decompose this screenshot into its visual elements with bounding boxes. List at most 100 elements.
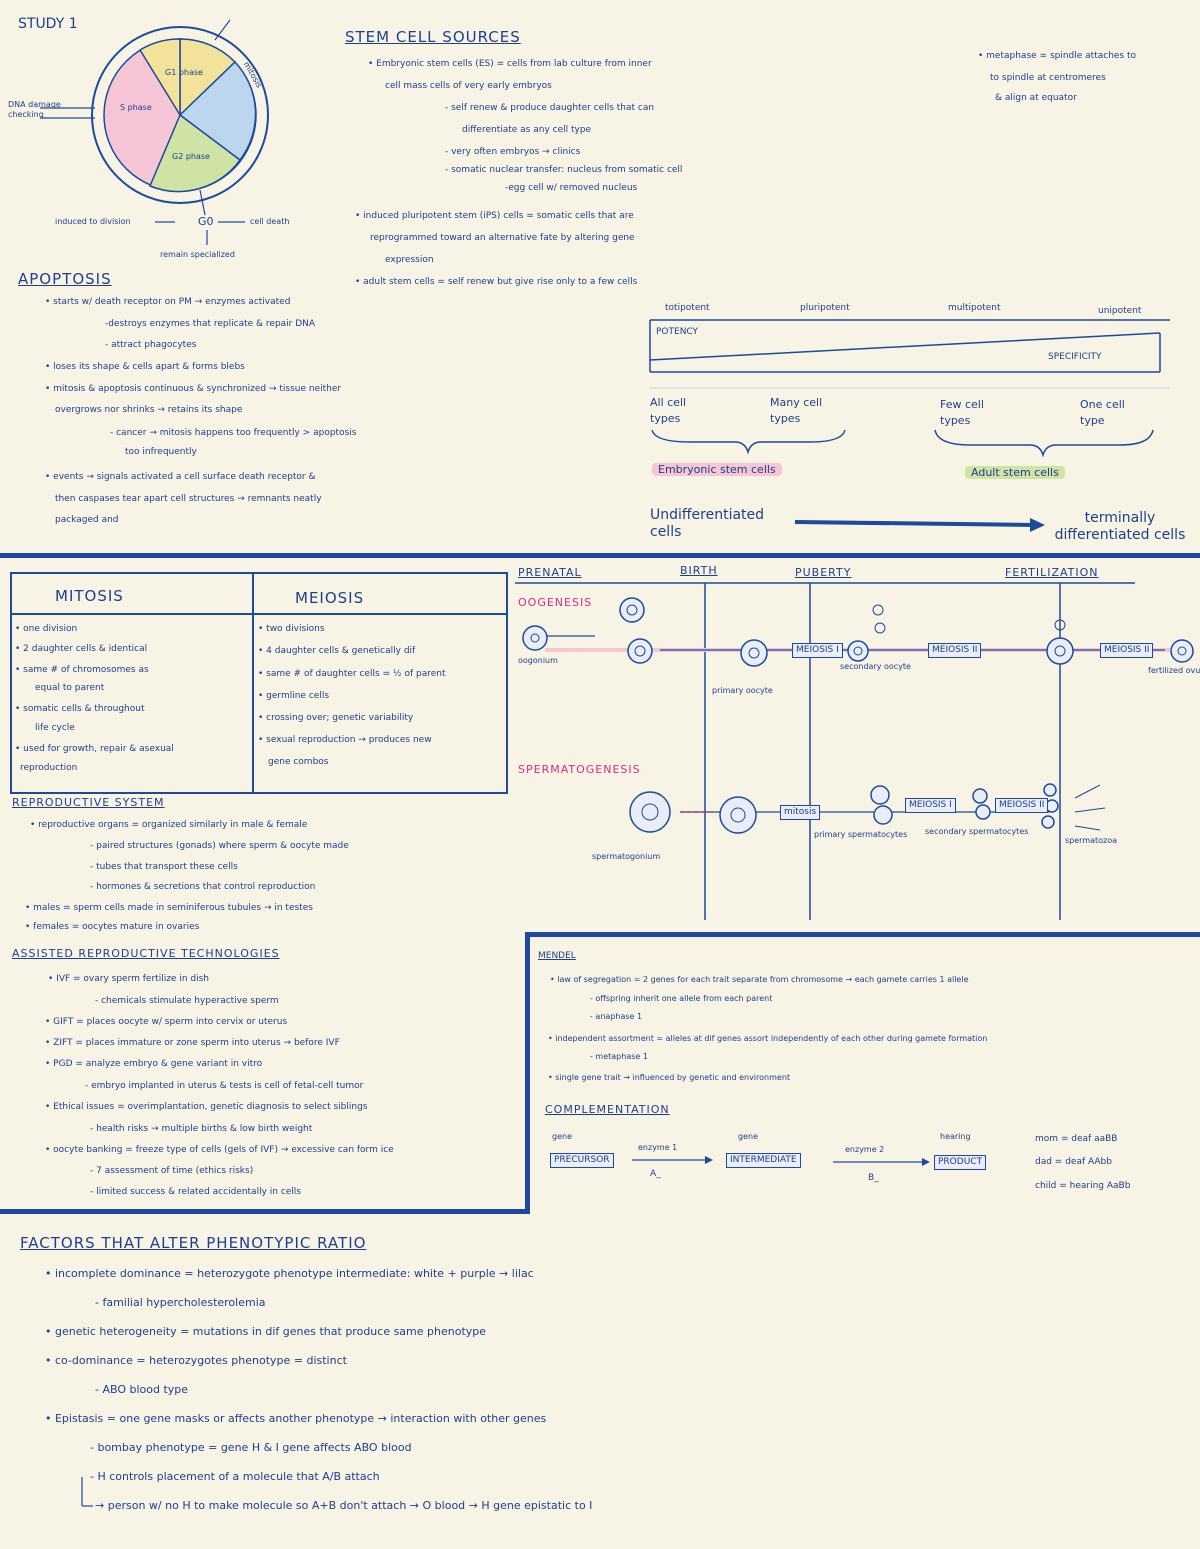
stem-line: differentiate as any cell type [462, 125, 592, 135]
assisted-line: - 7 assessment of time (ethics risks) [90, 1166, 254, 1176]
mendel-line: • law of segregation = 2 genes for each … [550, 975, 969, 984]
stem-line: -egg cell w/ removed nucleus [505, 183, 638, 193]
stem-line: • induced pluripotent stem (iPS) cells =… [355, 211, 634, 221]
undifferentiated-label: Undifferentiated cells [650, 507, 765, 540]
table-column-divider [252, 572, 254, 794]
metaphase-note: to spindle at centromeres [990, 73, 1106, 83]
spermatogenesis-label: SPERMATOGENESIS [518, 763, 641, 776]
embryonic-stem-text: Embryonic stem cells [652, 463, 782, 476]
mendel-line: - anaphase 1 [590, 1012, 643, 1021]
factors-line: - bombay phenotype = gene H & I gene aff… [90, 1441, 412, 1454]
mitosis-row: • used for growth, repair & asexual [15, 744, 174, 754]
meiosis-row: • germline cells [258, 691, 330, 701]
assisted-line: • oocyte banking = freeze type of cells … [45, 1145, 394, 1155]
apoptosis-line: overgrows nor shrinks → retains its shap… [55, 405, 243, 415]
mendel-heading: MENDEL [538, 951, 576, 961]
mitosis-row: reproduction [20, 763, 78, 773]
mitosis-row: • same # of chromosomes as [15, 665, 149, 675]
apoptosis-line: packaged and [55, 515, 119, 525]
assisted-line: - embryo implanted in uterus & tests is … [85, 1081, 364, 1091]
mitosis-box: mitosis [780, 805, 821, 820]
mitosis-row: equal to parent [35, 683, 105, 693]
g0-left-label: induced to division [55, 217, 131, 226]
repro-line: • females = oocytes mature in ovaries [25, 922, 200, 932]
stage-label: PUBERTY [795, 566, 852, 579]
cross-line: child = hearing AaBb [1035, 1181, 1131, 1191]
repro-line: - tubes that transport these cells [90, 862, 238, 872]
specificity-label: SPECIFICITY [1048, 352, 1102, 362]
factors-line: • genetic heterogeneity = mutations in d… [45, 1325, 487, 1338]
page-title: STUDY 1 [18, 16, 78, 32]
s-label: S phase [120, 103, 152, 112]
gametogenesis-diagram [515, 582, 1194, 920]
g0-below-label: remain specialized [160, 250, 235, 259]
stem-line: • Embryonic stem cells (ES) = cells from… [368, 59, 652, 69]
g0-label: G0 [198, 215, 214, 228]
stem-line: cell mass cells of very early embryos [385, 81, 552, 91]
gene-label: gene [552, 1132, 572, 1141]
g1-label: G1 phase [165, 68, 203, 77]
cell-type-label: One cell type [1080, 398, 1125, 427]
stem-line: expression [385, 255, 434, 265]
repro-line: • reproductive organs = organized simila… [30, 820, 308, 830]
apoptosis-line: too infrequently [125, 447, 197, 457]
meiosis-2-box: MEIOSIS II [928, 643, 982, 658]
apoptosis-line: • events → signals activated a cell surf… [45, 472, 316, 482]
assisted-line: • IVF = ovary sperm fertilize in dish [48, 974, 209, 984]
mendel-box-left [525, 932, 530, 1212]
mitosis-row: • somatic cells & throughout [15, 704, 145, 714]
complementation-heading: COMPLEMENTATION [545, 1103, 670, 1116]
factors-heading: FACTORS THAT ALTER PHENOTYPIC RATIO [20, 1234, 367, 1252]
allele-label: B_ [868, 1173, 879, 1183]
fertilized-label: fertilized ovum [1148, 666, 1200, 675]
section-divider [0, 553, 1200, 558]
table-header-divider [10, 613, 508, 615]
apoptosis-line: -destroys enzymes that replicate & repai… [105, 319, 316, 329]
oogenesis-label: OOGENESIS [518, 596, 593, 609]
stem-line: - somatic nuclear transfer: nucleus from… [445, 165, 683, 175]
enzyme-label: enzyme 1 [638, 1143, 678, 1152]
meiosis-row: • two divisions [258, 624, 325, 634]
meiosis-2-box: MEIOSIS II [995, 798, 1049, 813]
cell-cycle-diagram [40, 19, 269, 245]
meiosis-row: • crossing over; genetic variability [258, 713, 414, 723]
factors-line: • Epistasis = one gene masks or affects … [45, 1412, 547, 1425]
enzyme-label: enzyme 2 [845, 1145, 885, 1154]
potency-level: unipotent [1098, 306, 1142, 316]
mitosis-row: • one division [15, 624, 78, 634]
potency-level: totipotent [665, 303, 710, 313]
stem-line: - very often embryos → clinics [445, 147, 581, 157]
apoptosis-line: - cancer → mitosis happens too frequentl… [110, 428, 357, 438]
apoptosis-line: - attract phagocytes [105, 340, 197, 350]
mendel-line: - metaphase 1 [590, 1052, 648, 1061]
secondary-oocyte-label: secondary oocyte [840, 662, 911, 671]
stage-label: BIRTH [680, 564, 718, 577]
mitosis-column-header: MITOSIS [55, 587, 124, 605]
mitosis-row: • 2 daughter cells & identical [15, 644, 148, 654]
stem-line: reprogrammed toward an alternative fate … [370, 233, 635, 243]
metaphase-note: & align at equator [995, 93, 1077, 103]
assisted-heading: ASSISTED REPRODUCTIVE TECHNOLOGIES [12, 947, 280, 960]
intermediate-box: INTERMEDIATE [726, 1153, 801, 1168]
assisted-line: • PGD = analyze embryo & gene variant in… [45, 1059, 263, 1069]
repro-line: • males = sperm cells made in seminifero… [25, 903, 313, 913]
meiosis-2-box: MEIOSIS II [1100, 643, 1154, 658]
factors-line: - familial hypercholesterolemia [95, 1296, 266, 1309]
factors-line: → person w/ no H to make molecule so A+B… [95, 1499, 593, 1512]
gene-label: gene [738, 1132, 758, 1141]
mendel-box-top [525, 932, 1200, 937]
meiosis-row: • 4 daughter cells & genetically dif [258, 646, 416, 656]
factors-line: - H controls placement of a molecule tha… [90, 1470, 380, 1483]
potency-level: multipotent [948, 303, 1001, 313]
g2-label: G2 phase [172, 152, 210, 161]
meiosis-row: • same # of daughter cells = ½ of parent [258, 669, 446, 679]
hearing-label: hearing [940, 1132, 971, 1141]
factors-line: • co-dominance = heterozygotes phenotype… [45, 1354, 347, 1367]
potency-label: POTENCY [656, 327, 699, 337]
metaphase-note: • metaphase = spindle attaches to [978, 51, 1137, 61]
assisted-line: • Ethical issues = overimplantation, gen… [45, 1102, 368, 1112]
stage-label: PRENATAL [518, 566, 582, 579]
apoptosis-heading: APOPTOSIS [18, 270, 112, 288]
bracket-arrow [81, 1477, 93, 1507]
stage-label: FERTILIZATION [1005, 566, 1099, 579]
